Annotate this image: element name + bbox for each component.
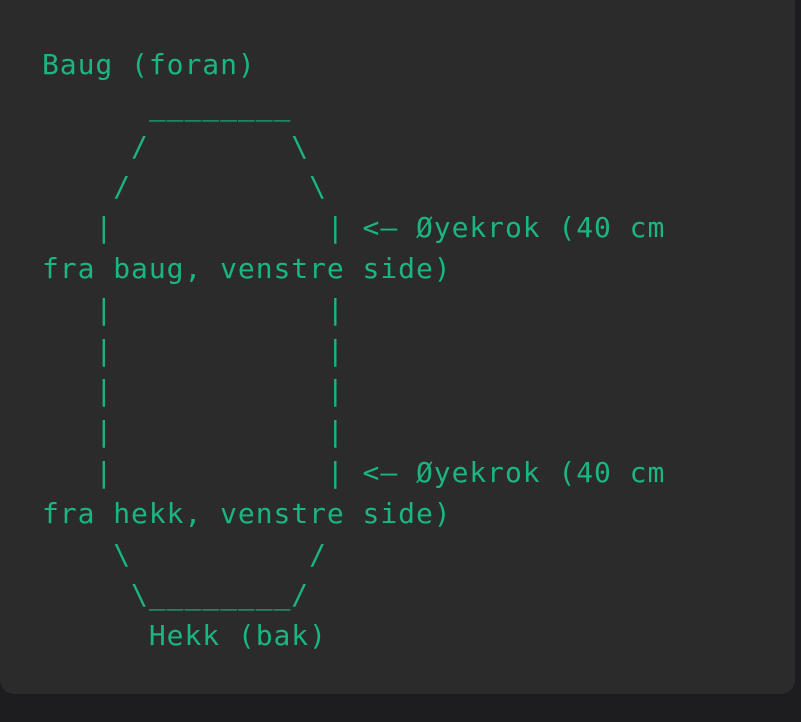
code-line-eyehook-front: | | <— Øyekrok (40 cm (42, 211, 666, 245)
code-line-eyehook-front-cont: fra baug, venstre side) (42, 251, 452, 285)
code-line-bow-lower: / \ (42, 170, 327, 204)
code-line-hull-3: | | (42, 374, 345, 408)
code-line-eyehook-rear-cont: fra hekk, venstre side) (42, 496, 452, 530)
code-line-bow-upper: / \ (42, 129, 310, 163)
code-line-hull-2: | | (42, 333, 345, 367)
code-line-stern-bottom: \________/ (42, 578, 310, 612)
code-line-hull-1: | | (42, 292, 345, 326)
code-line-label-bow: Baug (foran) (42, 48, 256, 81)
code-line-eyehook-rear: | | <— Øyekrok (40 cm (42, 455, 666, 489)
code-line-label-stern: Hekk (bak) (42, 619, 327, 653)
ascii-diagram: Baug (foran) ________ / \ / \ | | <— Øye… (42, 45, 665, 657)
code-line-hull-4: | | (42, 415, 345, 449)
code-block: Baug (foran) ________ / \ / \ | | <— Øye… (0, 0, 795, 694)
code-line-bow-top: ________ (42, 88, 292, 122)
code-line-stern-upper: \ / (42, 537, 327, 571)
